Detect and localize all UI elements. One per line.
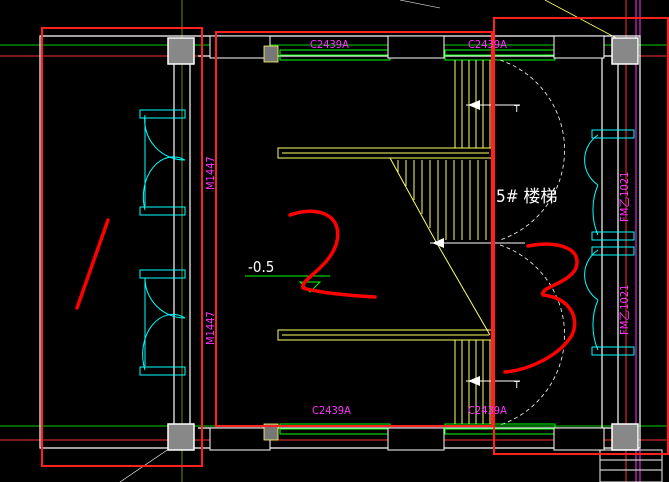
handwritten-mark-3 (503, 242, 579, 374)
wall-outline (39, 35, 663, 482)
handwritten-mark-2 (288, 209, 377, 299)
highlight-region-2 (215, 31, 493, 427)
window-tag-top-right: C2439A (468, 38, 507, 51)
door-tag-left-upper: M1447 (204, 156, 217, 190)
column-bottom-right (611, 423, 639, 451)
highlight-region-3 (493, 17, 669, 455)
level-label: -0.5 (248, 258, 274, 276)
small-hatched-blocks (263, 45, 279, 441)
right-doors (584, 129, 635, 356)
column-top-right (611, 37, 639, 65)
step-mark-lower: T (513, 380, 520, 391)
stair-label: 5# 楼梯 (496, 187, 557, 207)
window-tag-bottom-right: C2439A (468, 404, 507, 417)
door-tag-right-lower: FM乙1021 (618, 285, 631, 335)
window-frames (209, 35, 605, 451)
columns (167, 37, 639, 451)
labels: C2439A C2439A C2439A C2439A M1447 M1447 … (204, 38, 631, 417)
handwritten-mark-1 (75, 218, 110, 310)
door-tag-left-lower: M1447 (204, 311, 217, 345)
window-tag-bottom-left: C2439A (312, 404, 351, 417)
left-doors (139, 109, 186, 376)
column-top-left (167, 37, 195, 65)
window-tag-top-left: C2439A (310, 38, 349, 51)
highlight-region-1 (41, 27, 203, 467)
step-mark-upper: T (513, 104, 520, 115)
handwritten-marks (75, 209, 579, 374)
stair-treads (277, 60, 525, 424)
door-tag-right-upper: FM乙1021 (618, 172, 631, 222)
column-bottom-left (167, 423, 195, 451)
highlight-frames (41, 17, 669, 467)
